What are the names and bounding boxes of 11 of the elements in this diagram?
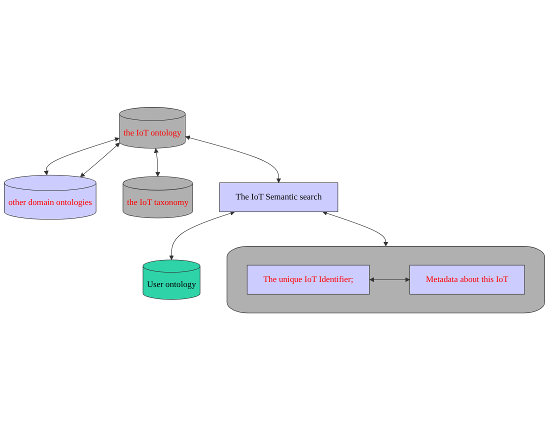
arrow	[154, 148, 160, 178]
arrow	[44, 138, 120, 176]
node-box: The unique IoT Identifier;	[246, 265, 370, 295]
node-box: Metadata about this IoT	[409, 265, 525, 295]
arrow	[80, 142, 120, 178]
arrow	[322, 211, 388, 247]
node-box: The IoT Semantic search	[219, 182, 338, 212]
cluster	[226, 246, 545, 314]
arrow	[185, 136, 282, 184]
arrow	[169, 211, 235, 260]
arrow	[369, 278, 410, 282]
